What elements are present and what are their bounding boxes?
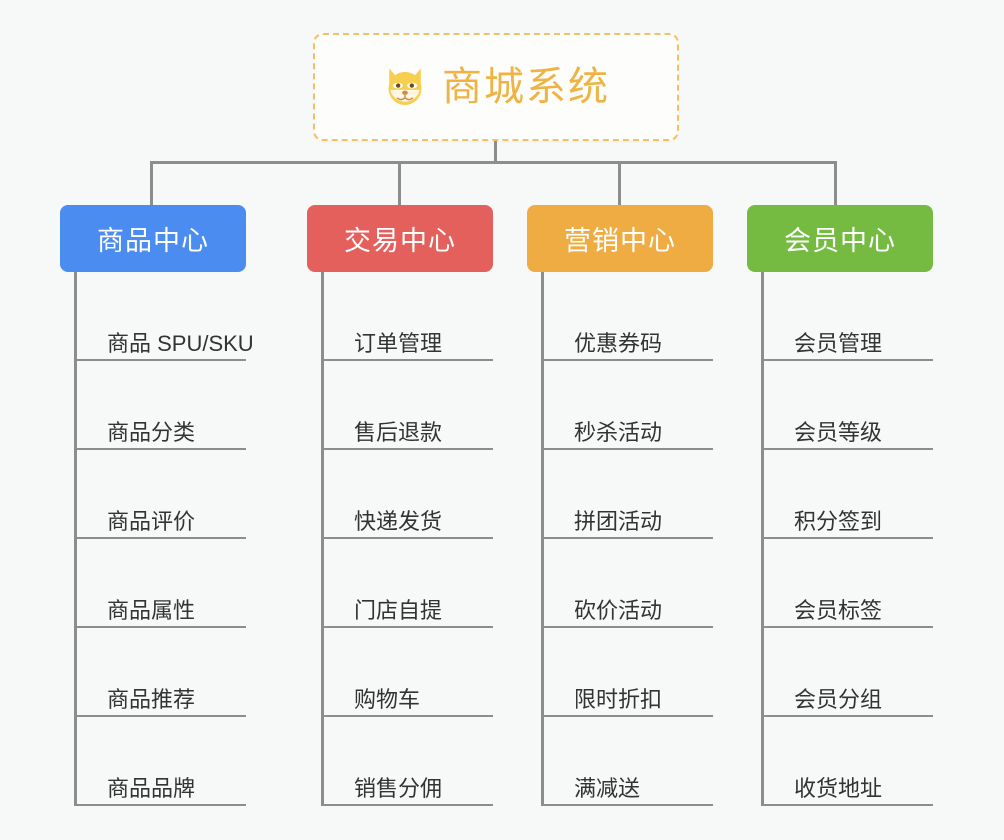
leaf-label: 积分签到 <box>794 508 883 534</box>
leaf-item[interactable]: 商品 SPU/SKU <box>77 272 254 361</box>
leaf-item[interactable]: 积分签到 <box>764 450 933 539</box>
leaf-item[interactable]: 商品品牌 <box>77 717 246 806</box>
leaf-label: 会员管理 <box>794 330 883 356</box>
shiba-inu-face-icon <box>388 68 422 108</box>
leaf-label: 优惠券码 <box>574 330 663 356</box>
leaf-item[interactable]: 会员管理 <box>764 272 933 361</box>
branch-column-1: 商品中心 商品 SPU/SKU 商品分类 商品评价 商品属性 商品推荐 商品品牌 <box>60 205 254 806</box>
leaf-item[interactable]: 商品分类 <box>77 361 246 450</box>
connector-drop-2 <box>398 161 401 206</box>
leaf-label: 商品分类 <box>107 419 196 445</box>
leaf-item[interactable]: 会员等级 <box>764 361 933 450</box>
branch-header-2[interactable]: 交易中心 <box>307 205 493 272</box>
leaf-item[interactable]: 秒杀活动 <box>544 361 713 450</box>
leaf-label: 会员分组 <box>794 686 883 712</box>
leaf-label: 满减送 <box>574 775 641 801</box>
leaf-label: 限时折扣 <box>574 686 663 712</box>
leaf-label: 会员标签 <box>794 597 883 623</box>
leaf-label: 销售分佣 <box>354 775 443 801</box>
branch-header-4[interactable]: 会员中心 <box>747 205 933 272</box>
branch-header-label-3: 营销中心 <box>564 226 676 256</box>
leaf-item[interactable]: 商品属性 <box>77 539 246 628</box>
leaf-label: 订单管理 <box>354 330 443 356</box>
leaf-item[interactable]: 优惠券码 <box>544 272 713 361</box>
connector-root-stem <box>494 141 497 163</box>
leaf-item[interactable]: 收货地址 <box>764 717 933 806</box>
leaf-label: 售后退款 <box>354 419 443 445</box>
leaf-item[interactable]: 拼团活动 <box>544 450 713 539</box>
leaf-item[interactable]: 会员标签 <box>764 539 933 628</box>
leaf-label: 拼团活动 <box>574 508 663 534</box>
leaf-item[interactable]: 商品评价 <box>77 450 246 539</box>
leaf-label: 秒杀活动 <box>574 419 663 445</box>
connector-drop-4 <box>834 161 837 206</box>
leaf-list-1: 商品 SPU/SKU 商品分类 商品评价 商品属性 商品推荐 商品品牌 <box>74 272 254 806</box>
leaf-label: 商品评价 <box>107 508 196 534</box>
leaf-list-2: 订单管理 售后退款 快递发货 门店自提 购物车 销售分佣 <box>321 272 493 806</box>
branch-header-3[interactable]: 营销中心 <box>527 205 713 272</box>
leaf-item[interactable]: 门店自提 <box>324 539 493 628</box>
leaf-item[interactable]: 购物车 <box>324 628 493 717</box>
leaf-label: 砍价活动 <box>574 597 663 623</box>
branch-header-label-4: 会员中心 <box>784 226 896 256</box>
leaf-label: 商品属性 <box>107 597 196 623</box>
connector-drop-1 <box>150 161 153 206</box>
leaf-list-4: 会员管理 会员等级 积分签到 会员标签 会员分组 收货地址 <box>761 272 933 806</box>
leaf-list-3: 优惠券码 秒杀活动 拼团活动 砍价活动 限时折扣 满减送 <box>541 272 713 806</box>
leaf-label: 购物车 <box>354 686 421 712</box>
root-title: 商城系统 <box>442 65 610 109</box>
branch-header-label-2: 交易中心 <box>344 226 456 256</box>
connector-horizontal-bus <box>150 161 837 164</box>
leaf-item[interactable]: 售后退款 <box>324 361 493 450</box>
leaf-label: 商品推荐 <box>107 686 196 712</box>
leaf-item[interactable]: 满减送 <box>544 717 713 806</box>
leaf-item[interactable]: 商品推荐 <box>77 628 246 717</box>
leaf-item[interactable]: 销售分佣 <box>324 717 493 806</box>
connector-drop-3 <box>618 161 621 206</box>
leaf-label: 商品 SPU/SKU <box>107 330 254 356</box>
leaf-item[interactable]: 砍价活动 <box>544 539 713 628</box>
leaf-item[interactable]: 限时折扣 <box>544 628 713 717</box>
branch-header-label-1: 商品中心 <box>97 226 209 256</box>
branch-header-1[interactable]: 商品中心 <box>60 205 246 272</box>
leaf-item[interactable]: 快递发货 <box>324 450 493 539</box>
leaf-label: 商品品牌 <box>107 775 196 801</box>
leaf-label: 收货地址 <box>794 775 883 801</box>
leaf-label: 门店自提 <box>354 597 443 623</box>
root-node[interactable]: 商城系统 <box>313 33 679 141</box>
leaf-item[interactable]: 订单管理 <box>324 272 493 361</box>
leaf-item[interactable]: 会员分组 <box>764 628 933 717</box>
branch-column-2: 交易中心 订单管理 售后退款 快递发货 门店自提 购物车 销售分佣 <box>307 205 493 806</box>
branch-column-3: 营销中心 优惠券码 秒杀活动 拼团活动 砍价活动 限时折扣 满减送 <box>527 205 713 806</box>
branch-column-4: 会员中心 会员管理 会员等级 积分签到 会员标签 会员分组 收货地址 <box>747 205 933 806</box>
leaf-label: 快递发货 <box>354 508 443 534</box>
leaf-label: 会员等级 <box>794 419 883 445</box>
